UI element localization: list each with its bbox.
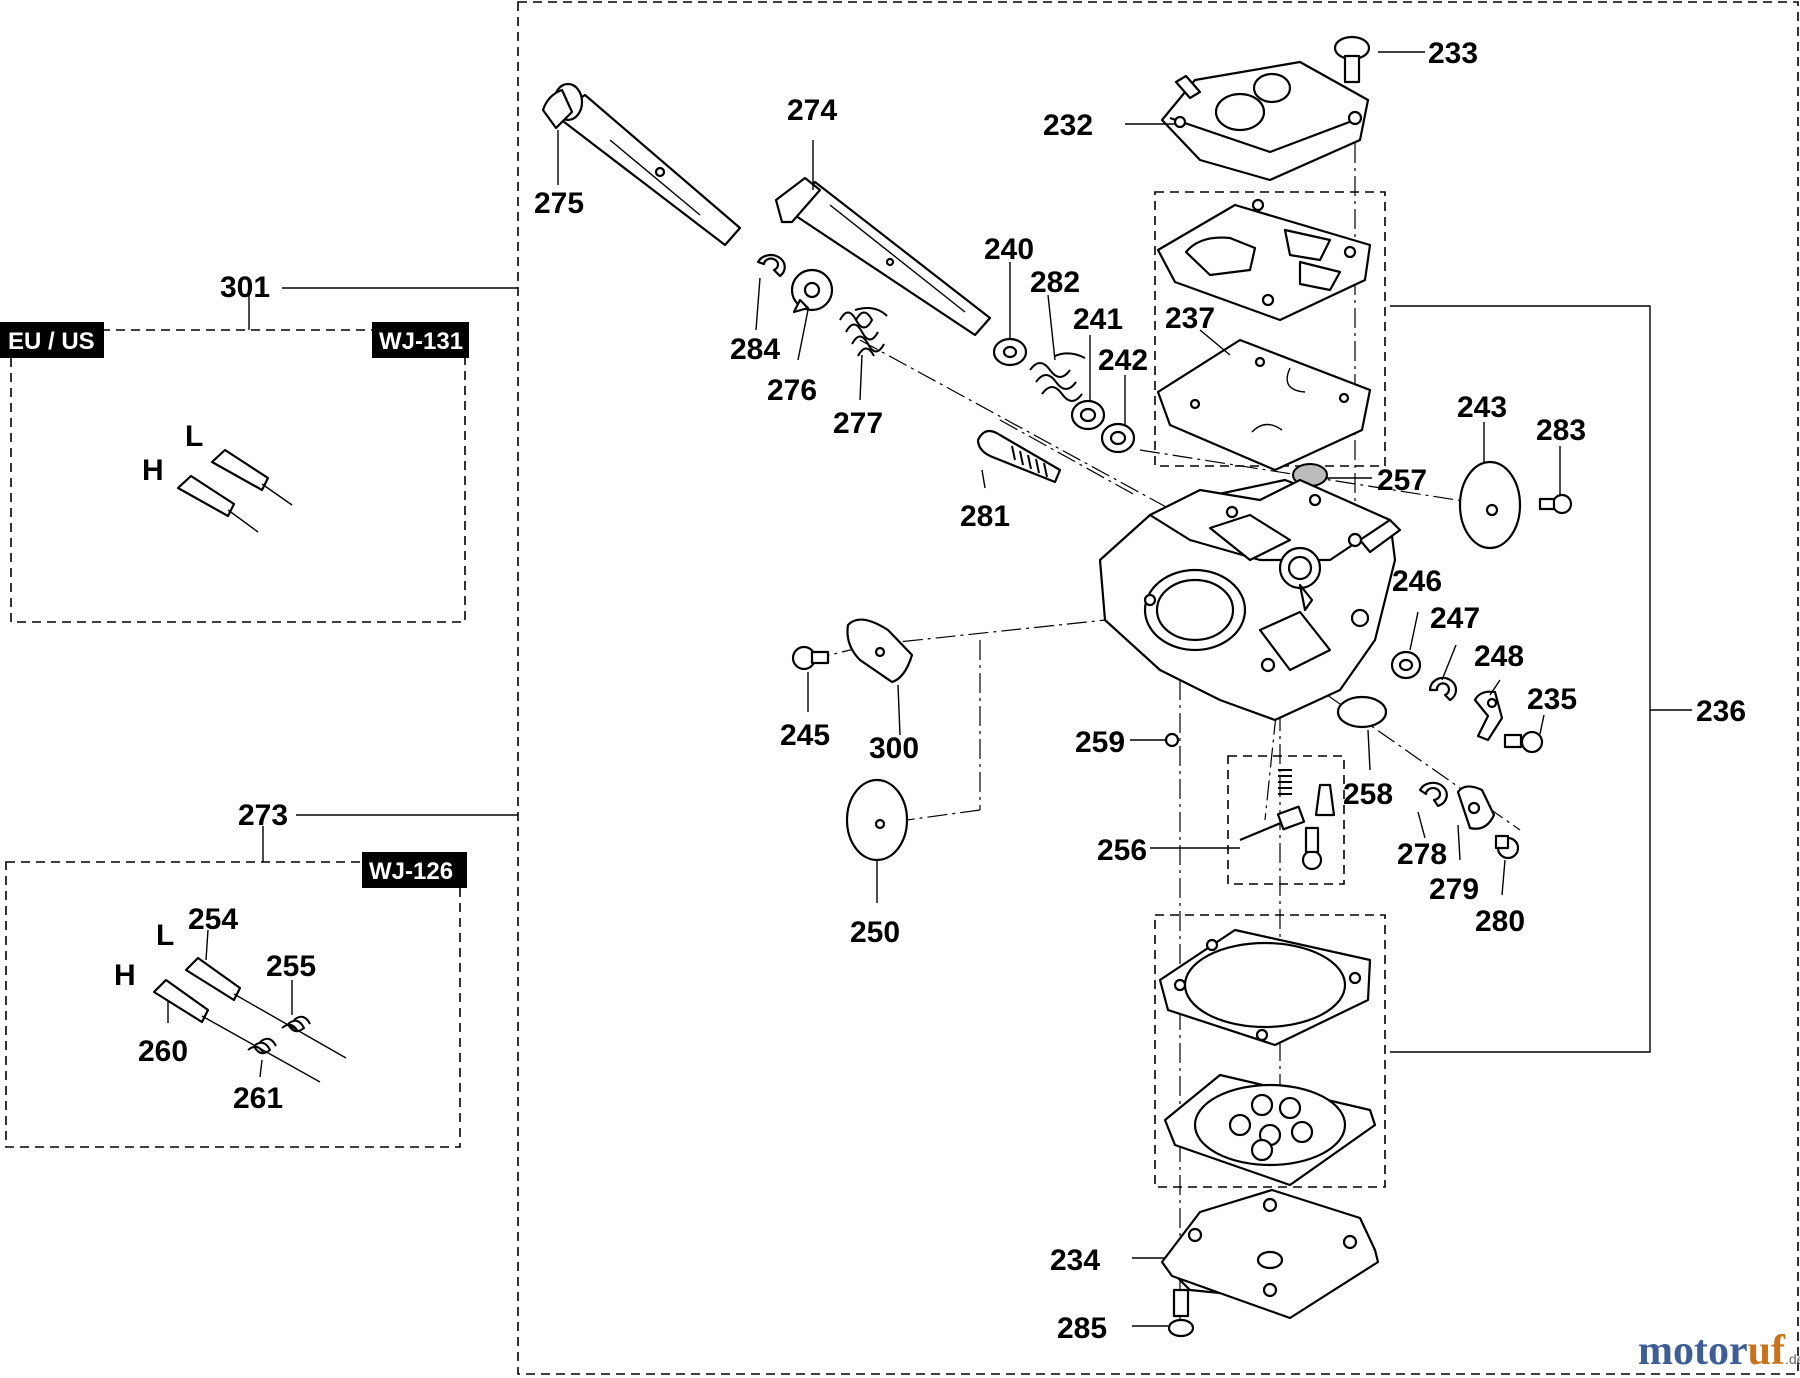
- part-248-lever: [1473, 690, 1504, 742]
- part-241-washer: [1070, 399, 1106, 431]
- watermark-part1: motor: [1638, 1328, 1748, 1374]
- part-280-screw: [1494, 834, 1520, 860]
- part-300-throttle-plate: [846, 618, 914, 684]
- part-235-screw: [1503, 730, 1544, 754]
- label-276: 276: [767, 374, 817, 407]
- part-metering-diaphragm: [1163, 1073, 1377, 1187]
- tag-wj131-text: WJ-131: [379, 328, 463, 355]
- label-235: 235: [1527, 683, 1577, 716]
- part-259-ball: [1164, 732, 1180, 748]
- gasket-kit-bottom-frame: [1154, 914, 1386, 1188]
- label-301: 301: [220, 271, 270, 304]
- watermark-suffix: .de: [1785, 1351, 1800, 1367]
- part-284-clip: [756, 253, 786, 278]
- main-assembly-frame: [517, 1, 1799, 1375]
- label-234: 234: [1050, 1244, 1100, 1277]
- label-257: 257: [1377, 464, 1427, 497]
- part-245-screw: [791, 645, 830, 671]
- label-282: 282: [1030, 266, 1080, 299]
- part-247-clip: [1428, 676, 1458, 702]
- label-275: 275: [534, 187, 584, 220]
- part-240-washer: [992, 337, 1028, 367]
- part-255-spring: [281, 1015, 311, 1033]
- label-241: 241: [1073, 303, 1123, 336]
- part-261-spring: [247, 1037, 277, 1055]
- label-274: 274: [787, 94, 837, 127]
- part-233-screw: [1333, 35, 1371, 84]
- label-285: 285: [1057, 1312, 1107, 1345]
- part-278-clip: [1418, 781, 1448, 808]
- carburetor-body: [1098, 478, 1402, 722]
- part-gasket-lower: [1158, 928, 1372, 1047]
- part-237-pump-gasket: [1156, 198, 1372, 322]
- part-276-lever: [790, 268, 834, 314]
- label-281: 281: [960, 500, 1010, 533]
- wj126-needle-frame: [5, 861, 461, 1148]
- label-279: 279: [1429, 873, 1479, 906]
- label-280: 280: [1475, 905, 1525, 938]
- part-274-choke-shaft: [774, 176, 992, 337]
- watermark-part2: uf: [1748, 1328, 1786, 1374]
- tag-eu-us-text: EU / US: [8, 328, 95, 355]
- label-236: 236: [1696, 695, 1746, 728]
- label-300: 300: [869, 732, 919, 765]
- part-246-seal: [1390, 650, 1422, 680]
- tag-wj126-text: WJ-126: [369, 858, 453, 885]
- label-242: 242: [1098, 344, 1148, 377]
- label-240: 240: [984, 233, 1034, 266]
- part-281-adjust-screw: [976, 429, 1062, 484]
- label-246: 246: [1392, 565, 1442, 598]
- wj126-mixture-needles: [152, 956, 347, 1083]
- part-279-lever: [1456, 785, 1496, 830]
- label-needle-H-bottom: H: [114, 959, 136, 992]
- label-233: 233: [1428, 37, 1478, 70]
- part-232-pump-cover: [1160, 60, 1370, 182]
- tag-wj131: WJ-131: [372, 322, 469, 358]
- part-256-inlet-needle-group: [1239, 769, 1336, 871]
- label-needle-L-bottom: L: [156, 919, 174, 952]
- label-245: 245: [780, 719, 830, 752]
- part-250-choke-plate: [845, 778, 909, 862]
- part-242-seal: [1100, 422, 1136, 454]
- label-254: 254: [188, 903, 238, 936]
- label-232: 232: [1043, 109, 1093, 142]
- part-234-metering-cover: [1160, 1188, 1380, 1320]
- watermark-logo: motoruf.de: [1638, 1328, 1800, 1374]
- label-273: 273: [238, 799, 288, 832]
- label-277: 277: [833, 407, 883, 440]
- eu-us-mixture-needles: [176, 448, 293, 533]
- label-261: 261: [233, 1082, 283, 1115]
- label-258: 258: [1343, 778, 1393, 811]
- label-243: 243: [1457, 391, 1507, 424]
- tag-wj126: WJ-126: [362, 852, 467, 888]
- part-282-spring: [1029, 352, 1086, 402]
- label-needle-L-top: L: [185, 420, 203, 453]
- eu-us-needle-frame: [10, 329, 466, 623]
- label-255: 255: [266, 950, 316, 983]
- part-277-spring: [839, 307, 888, 357]
- part-243-cover-plate: [1458, 460, 1522, 550]
- label-278: 278: [1397, 838, 1447, 871]
- label-248: 248: [1474, 640, 1524, 673]
- label-237: 237: [1165, 302, 1215, 335]
- svg-text:motoruf.de: motoruf.de: [1638, 1328, 1800, 1374]
- label-250: 250: [850, 916, 900, 949]
- label-256: 256: [1097, 834, 1147, 867]
- label-247: 247: [1430, 602, 1480, 635]
- part-285-screw: [1167, 1288, 1195, 1338]
- label-283: 283: [1536, 414, 1586, 447]
- part-275-throttle-shaft: [541, 82, 742, 247]
- part-258-o-ring: [1336, 695, 1388, 729]
- label-259: 259: [1075, 726, 1125, 759]
- label-284: 284: [730, 333, 780, 366]
- needle-valve-frame: [1227, 755, 1345, 885]
- part-237-pump-diaphragm: [1156, 338, 1372, 472]
- tag-eu-us: EU / US: [0, 322, 104, 358]
- label-260: 260: [138, 1035, 188, 1068]
- label-needle-H-top: H: [142, 454, 164, 487]
- part-283-screw: [1538, 493, 1573, 515]
